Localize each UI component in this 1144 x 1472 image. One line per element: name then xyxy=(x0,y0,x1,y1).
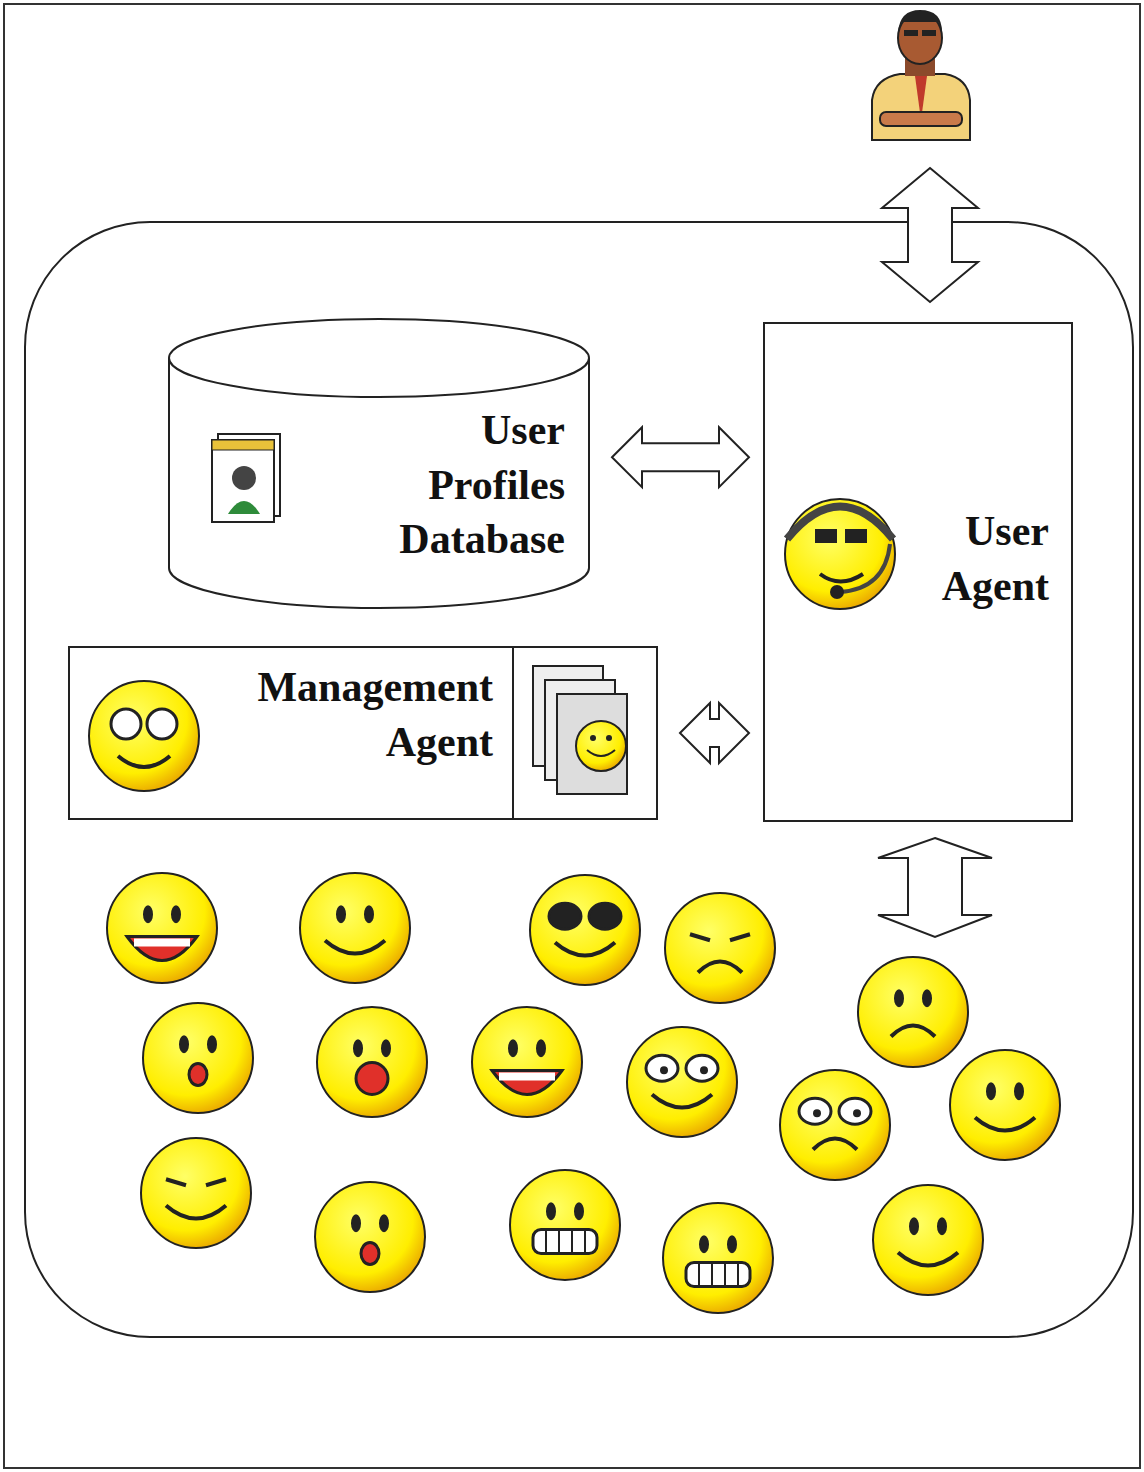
double-block-arrow xyxy=(680,703,749,763)
block-arrow xyxy=(882,168,978,302)
management-agent-box: Management Agent xyxy=(68,646,658,820)
block-arrow xyxy=(878,838,992,937)
user-person-icon xyxy=(872,10,970,140)
node-label: User Agent xyxy=(942,504,1049,613)
node-label: Management Agent xyxy=(257,660,493,769)
user-agent-box: User Agent xyxy=(763,322,1073,822)
page-border xyxy=(4,4,1140,1468)
node-label: User Profiles Database xyxy=(399,403,565,567)
system-boundary xyxy=(25,222,1133,1337)
agent-emoji-crowd xyxy=(107,873,1060,1313)
database-cylinder: User Profiles Database xyxy=(168,318,590,608)
double-block-arrow xyxy=(612,427,749,487)
